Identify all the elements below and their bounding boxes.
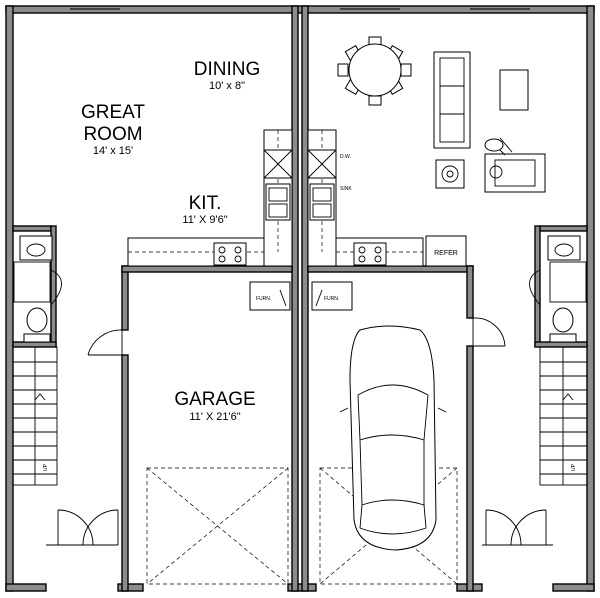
walls: [5, 5, 595, 592]
interior-door-right: [472, 317, 506, 347]
car: [339, 325, 447, 551]
sink-label: SINK: [340, 186, 352, 192]
sofa: [433, 51, 471, 149]
coffee-table: [499, 69, 529, 111]
dining-label: DINING: [194, 59, 261, 80]
bath-sink: [19, 235, 53, 261]
refrigerator: [425, 235, 467, 267]
garage-size: 11' X 21'6": [189, 411, 240, 423]
dining-size: 10' x 8": [209, 80, 245, 92]
kitchen-sink-right: [309, 183, 335, 221]
stairs: [12, 346, 58, 486]
dishwasher-right: [307, 149, 337, 179]
dining-table: [337, 36, 412, 106]
tile-area-right: [549, 261, 587, 303]
garage-door-left: [146, 467, 289, 585]
furnace-right: [311, 281, 353, 311]
great-room-label-line2: ROOM: [83, 124, 142, 145]
left-unit: [12, 129, 293, 585]
kitchen-size: 11' X 9'6": [182, 214, 227, 226]
dishwasher: [263, 149, 293, 179]
fixture-labels: FURN. FURN. D.W. SINK REFER UP UP: [43, 154, 577, 471]
toilet-right: [549, 307, 577, 343]
furnace-label-left: FURN.: [256, 296, 271, 302]
great-room-size: 14' x 15': [93, 145, 133, 157]
furnace-label-right: FURN.: [324, 296, 339, 302]
furnace-left: [249, 281, 291, 311]
range: [213, 242, 247, 266]
stair-up-label-right: UP: [571, 463, 577, 471]
kitchen-label: KIT.: [189, 193, 222, 214]
toilet: [23, 307, 51, 343]
great-room-label-line1: GREAT: [81, 102, 145, 123]
refrigerator-label: REFER: [434, 250, 458, 257]
armchair: [484, 137, 546, 193]
room-labels: GREAT ROOM 14' x 15' DINING 10' x 8" KIT…: [81, 59, 260, 423]
range-right: [353, 242, 387, 266]
interior-door: [87, 329, 123, 356]
kitchen-sink: [265, 183, 291, 221]
right-unit: [307, 36, 588, 585]
stair-up-label-left: UP: [43, 463, 49, 471]
entry-door-right: [482, 509, 553, 546]
bath-sink-right: [547, 235, 581, 261]
tile-area: [13, 261, 51, 303]
garage-label: GARAGE: [174, 389, 255, 410]
dishwasher-label: D.W.: [340, 154, 351, 160]
stairs-right: [539, 346, 588, 486]
entry-door: [46, 509, 119, 546]
end-table: [435, 159, 465, 189]
